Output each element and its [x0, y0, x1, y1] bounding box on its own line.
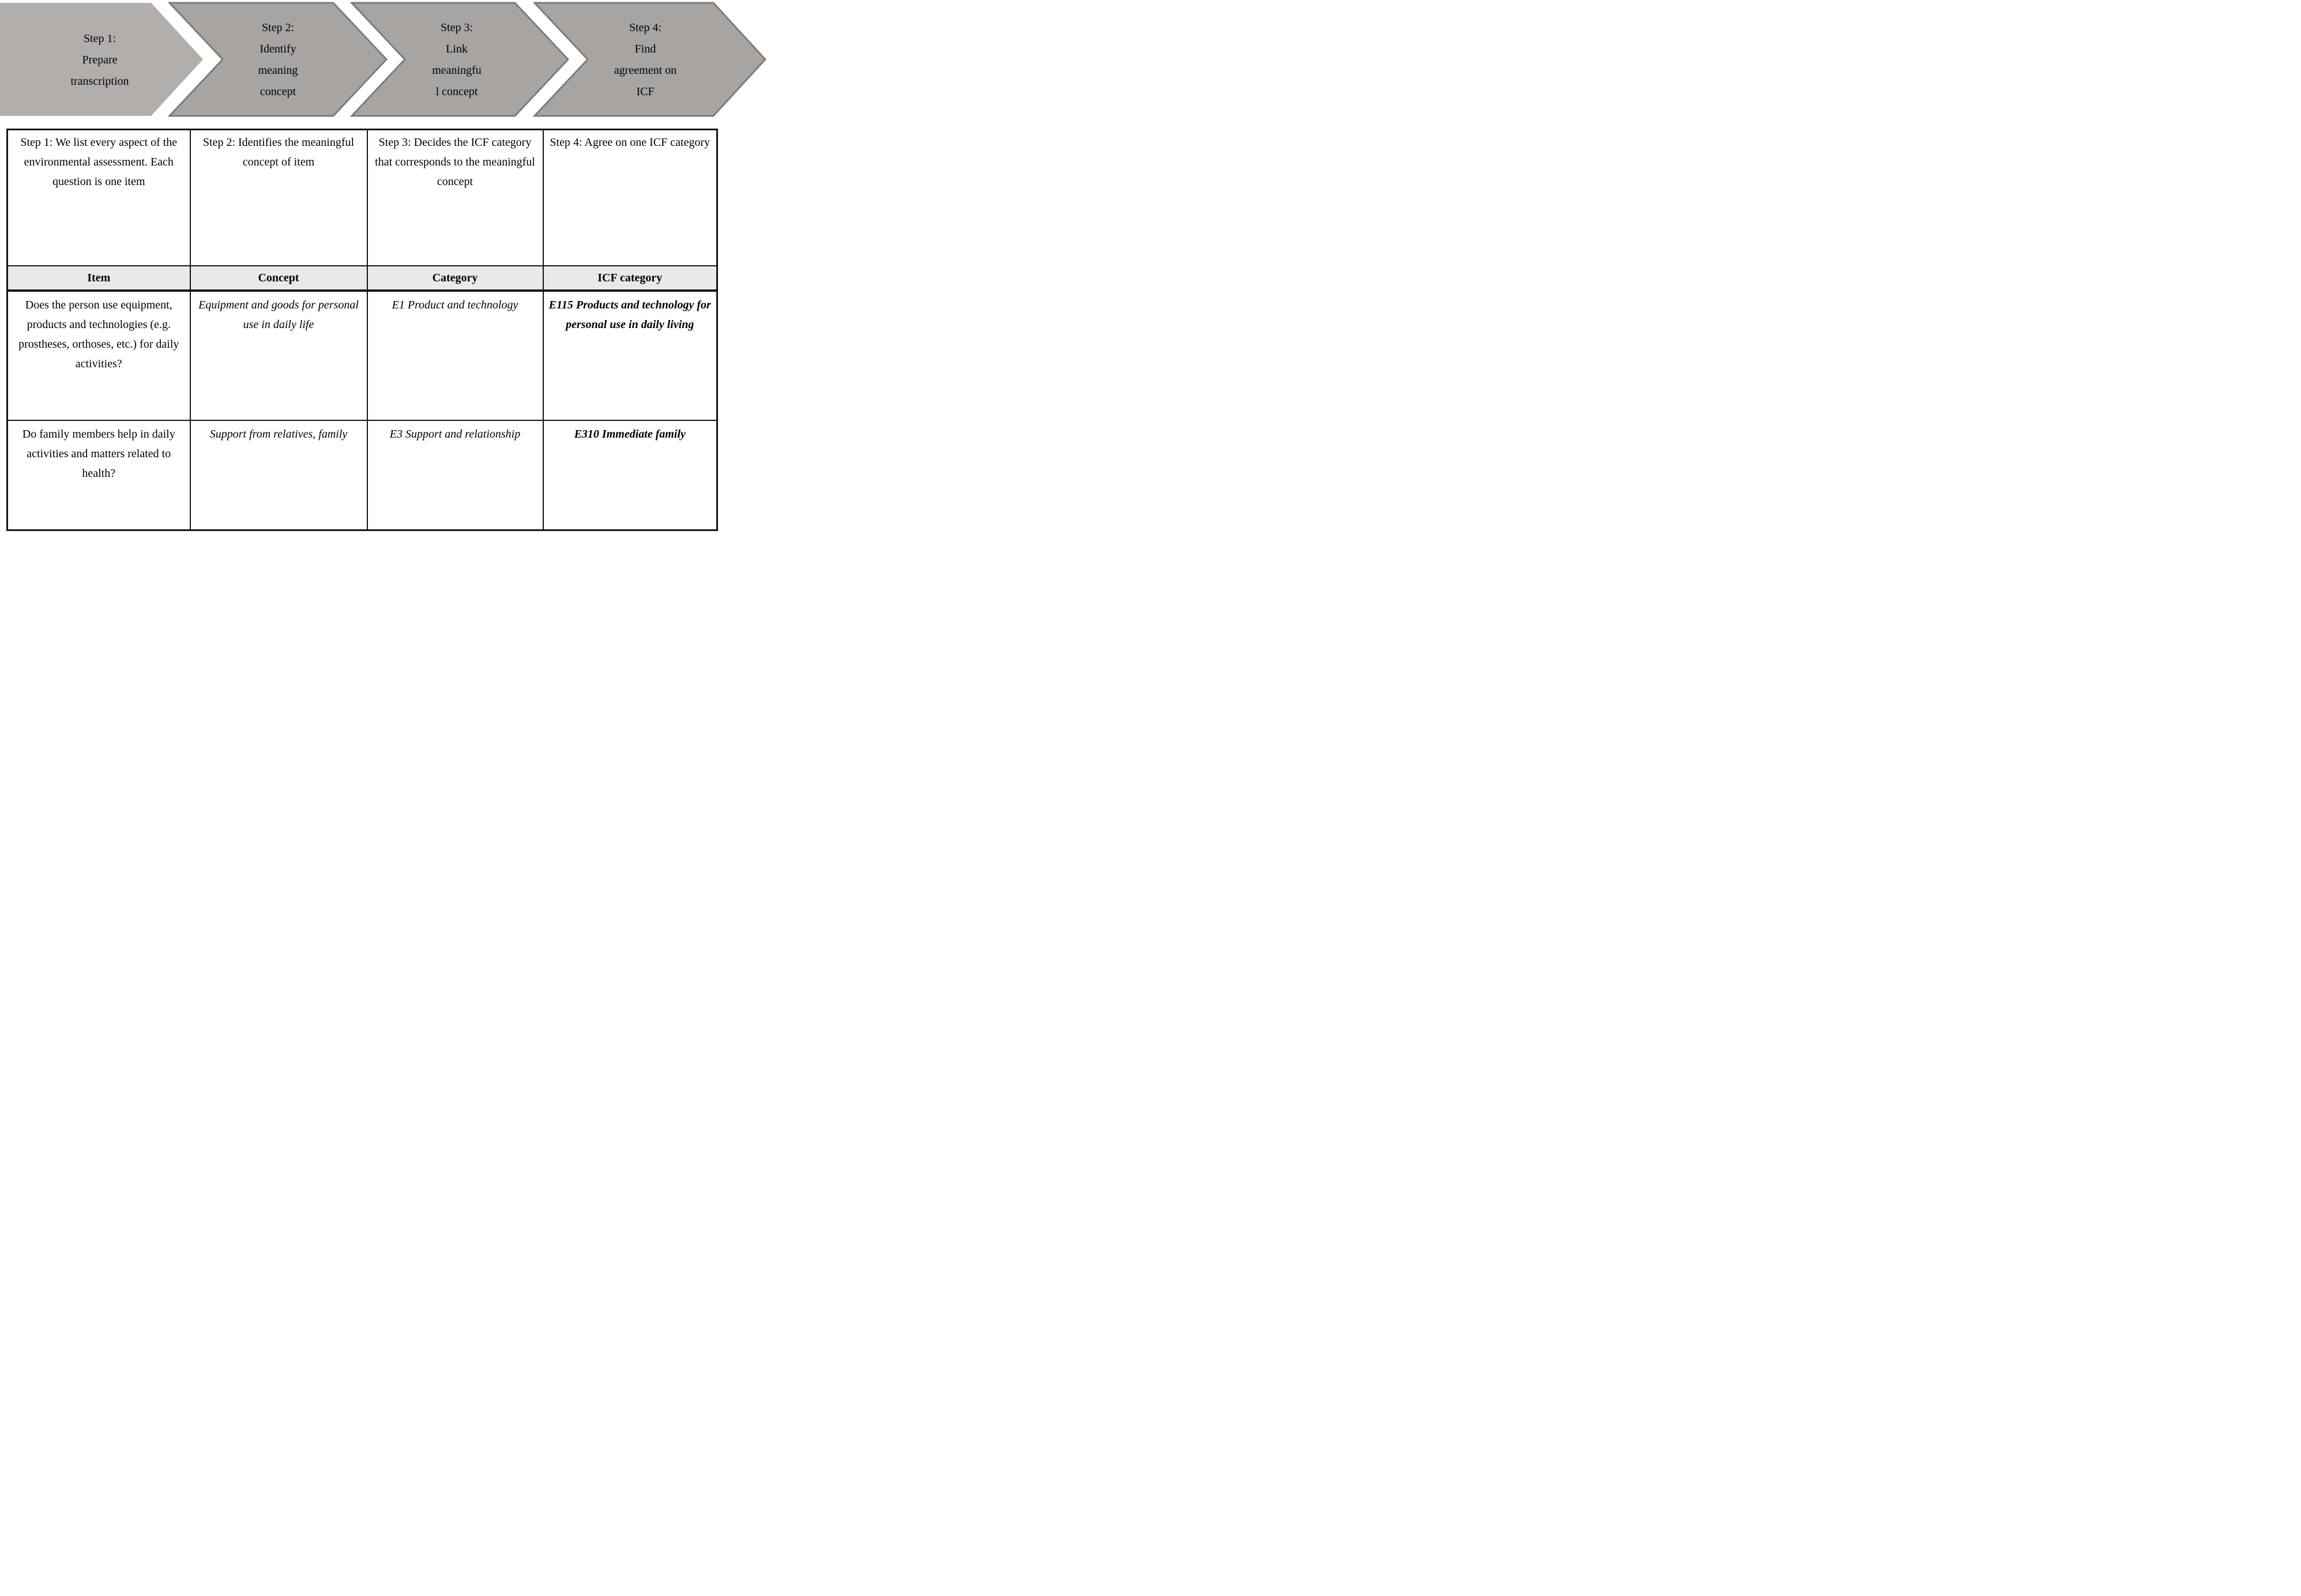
- step1-description-cell: Step 1: We list every aspect of the envi…: [6, 129, 191, 266]
- step2-chevron-label: Step 2: Identify meaning concept: [191, 5, 364, 115]
- step1-chevron-shape: [0, 3, 203, 116]
- step3-line2: Link: [446, 43, 468, 55]
- step3-line4: l concept: [435, 85, 478, 98]
- step4-chevron-label: Step 4: Find agreement on ICF: [554, 5, 737, 115]
- row2-concept-cell: Support from relatives, family: [189, 420, 368, 531]
- chevron-shapes: [0, 2, 767, 117]
- step2-chevron-shape: [167, 2, 388, 117]
- step3-chevron-label: Step 3: Link meaningfu l concept: [374, 5, 540, 115]
- process-banner: Step 1: Prepare transcription Step 2: Id…: [0, 0, 767, 120]
- icf-linking-table: Step 1: We list every aspect of the envi…: [6, 129, 718, 531]
- step1-line2: Prepare: [82, 53, 118, 66]
- step3-line1: Step 3:: [440, 21, 473, 34]
- step2-line4: concept: [260, 85, 296, 98]
- step3-line3: meaningfu: [432, 64, 482, 77]
- step1-chevron-label: Step 1: Prepare transcription: [9, 5, 190, 115]
- step4-chevron-shape: [532, 2, 767, 117]
- step4-line2: Find: [634, 43, 656, 55]
- header-category: Category: [366, 265, 544, 292]
- row1-icf-category-cell: E115 Products and technology for persona…: [542, 290, 718, 421]
- step4-line3: agreement on: [614, 64, 677, 77]
- row2-item-cell: Do family members help in daily activiti…: [6, 420, 191, 531]
- step3-chevron-shape: [349, 2, 570, 117]
- header-concept: Concept: [189, 265, 368, 292]
- step2-line2: Identify: [260, 43, 296, 55]
- table-header-row: Item Concept Category ICF category: [6, 265, 718, 292]
- table-row: Does the person use equipment, products …: [6, 290, 718, 421]
- header-item: Item: [6, 265, 191, 292]
- step-description-row: Step 1: We list every aspect of the envi…: [6, 129, 718, 266]
- step3-description-cell: Step 3: Decides the ICF category that co…: [366, 129, 544, 266]
- step2-line3: meaning: [258, 64, 298, 77]
- step4-line4: ICF: [636, 85, 655, 98]
- step4-line1: Step 4:: [629, 21, 662, 34]
- step2-description-cell: Step 2: Identifies the meaningful concep…: [189, 129, 368, 266]
- header-icf-category: ICF category: [542, 265, 718, 292]
- row1-concept-cell: Equipment and goods for personal use in …: [189, 290, 368, 421]
- row1-item-cell: Does the person use equipment, products …: [6, 290, 191, 421]
- step1-line3: transcription: [70, 74, 129, 88]
- row2-icf-category-cell: E310 Immediate family: [542, 420, 718, 531]
- step1-line1: Step 1:: [83, 32, 116, 45]
- row2-category-cell: E3 Support and relationship: [366, 420, 544, 531]
- step4-description-cell: Step 4: Agree on one ICF category: [542, 129, 718, 266]
- icf-linking-figure: Step 1: Prepare transcription Step 2: Id…: [0, 0, 767, 532]
- step2-line1: Step 2:: [261, 21, 295, 34]
- table-row: Do family members help in daily activiti…: [6, 420, 718, 531]
- row1-category-cell: E1 Product and technology: [366, 290, 544, 421]
